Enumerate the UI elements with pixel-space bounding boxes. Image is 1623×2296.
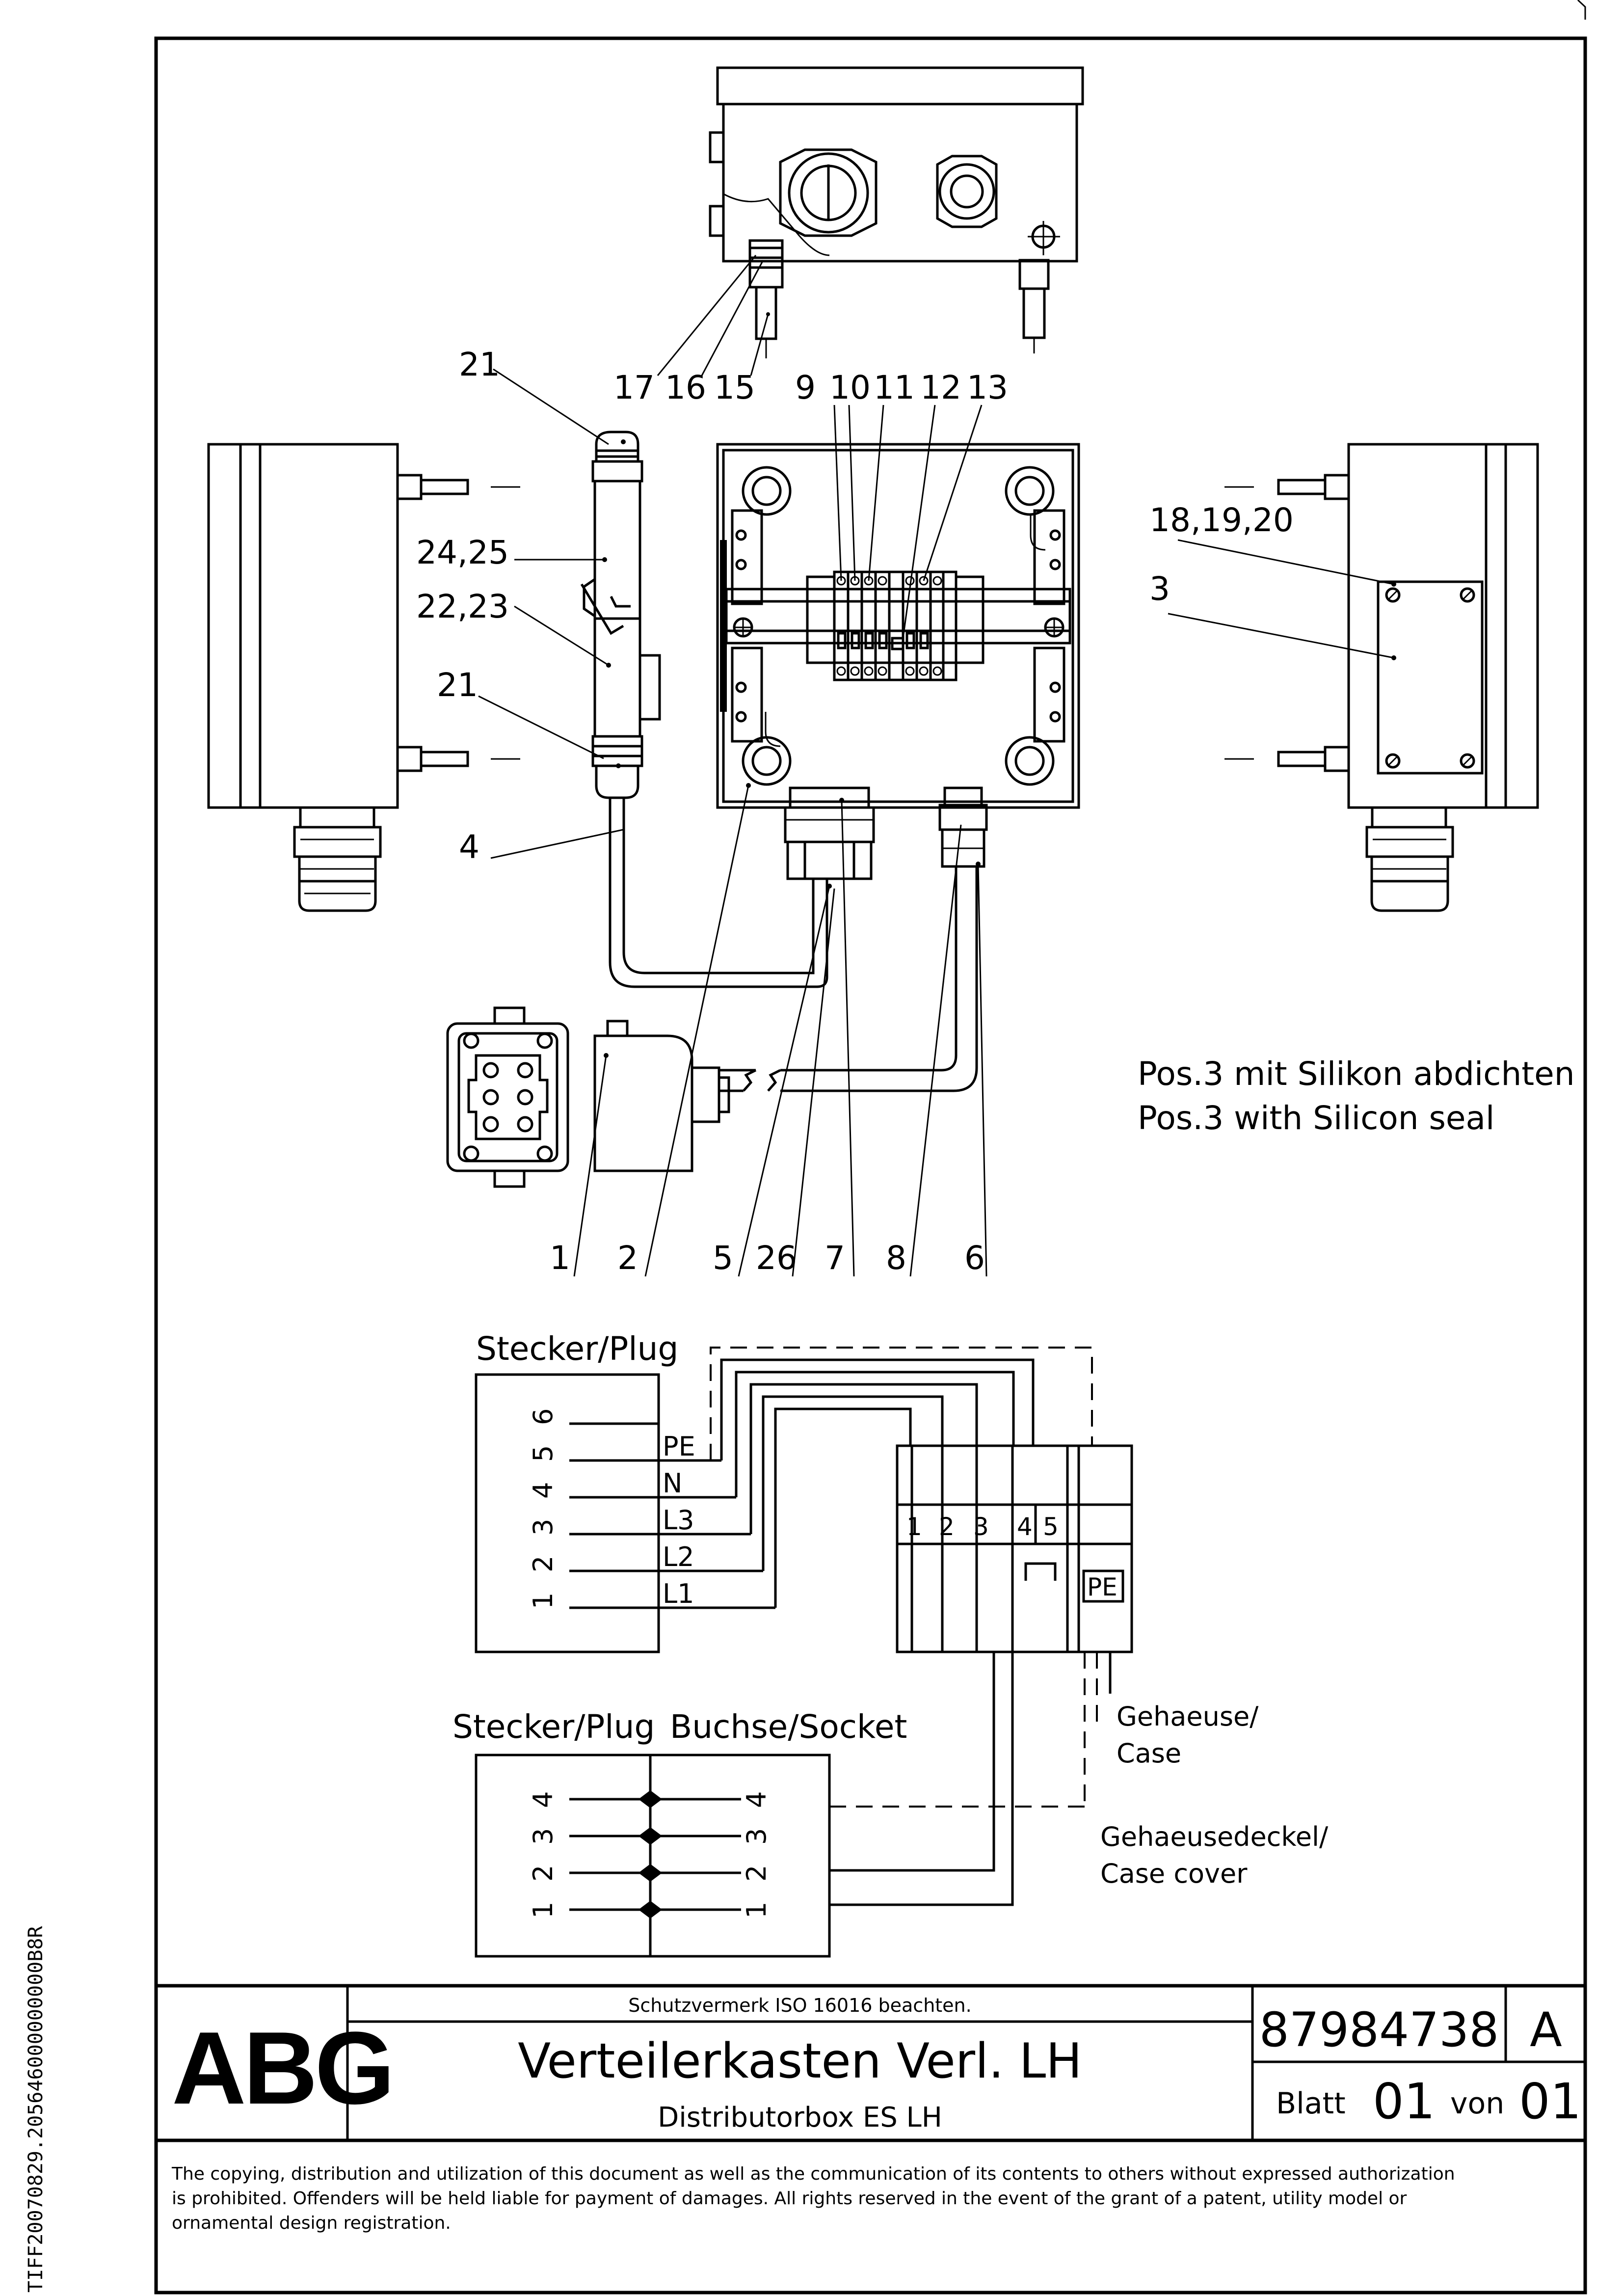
wire-n: N [663, 1468, 682, 1499]
wire-pe: PE [663, 1431, 695, 1462]
wire-l2: L2 [663, 1541, 694, 1572]
callout-15: 15 [714, 369, 755, 406]
copyright-line-1: The copying, distribution and utilizatio… [171, 2164, 1455, 2184]
callout-12: 12 [920, 369, 961, 406]
box-right-side-view [1224, 443, 1539, 912]
socket-pin-3: 3 [741, 1828, 772, 1845]
plug-assembly [446, 1006, 730, 1188]
callout-18-19-20: 18,19,20 [1149, 501, 1294, 539]
sheet-label: Blatt [1276, 2086, 1346, 2121]
box-top-view [709, 66, 1084, 358]
plug-title: Stecker/Plug [476, 1330, 678, 1368]
callout-5: 5 [713, 1239, 733, 1277]
plug2-pin-2: 2 [528, 1865, 559, 1882]
cable-coupler [580, 431, 828, 988]
copyright-line-3: ornamental design registration. [172, 2213, 451, 2233]
plug-pin-2: 2 [528, 1556, 559, 1572]
plug-pin-5: 5 [528, 1445, 559, 1462]
wire-l3: L3 [663, 1505, 694, 1536]
callout-4: 4 [459, 828, 479, 866]
box-left-side-view [207, 443, 520, 912]
callout-22-23: 22,23 [416, 588, 509, 625]
of-label: von [1450, 2086, 1504, 2121]
drawing-title-english: Distributorbox ES LH [658, 2102, 942, 2134]
callout-8: 8 [886, 1239, 906, 1277]
callout-7: 7 [825, 1239, 845, 1277]
plug2-pin-3: 3 [528, 1828, 559, 1845]
case-label-line1: Gehaeuse/ [1117, 1701, 1259, 1732]
terminal-4: 4 [1017, 1513, 1033, 1541]
callout-16: 16 [665, 369, 706, 406]
terminal-block-front [833, 570, 958, 681]
socket-pin-2: 2 [741, 1865, 772, 1882]
callout-9: 9 [795, 369, 816, 406]
callout-21-bottom: 21 [437, 666, 478, 704]
protection-note: Schutzvermerk ISO 16016 beachten. [628, 1995, 971, 2016]
callout-2: 2 [617, 1239, 638, 1277]
socket-title: Buchse/Socket [670, 1708, 907, 1746]
callout-11: 11 [874, 369, 915, 406]
callout-3: 3 [1149, 570, 1170, 608]
terminal-3: 3 [973, 1513, 989, 1541]
terminal-1: 1 [906, 1513, 922, 1541]
plug2-pin-1: 1 [528, 1902, 559, 1918]
plug2-pin-4: 4 [528, 1791, 559, 1808]
plug-pin-1: 1 [528, 1593, 559, 1609]
callout-6: 6 [964, 1239, 985, 1277]
callout-13: 13 [967, 369, 1008, 406]
plug-pin-3: 3 [528, 1519, 559, 1536]
drawing-frame [154, 36, 1587, 2295]
plug2-title: Stecker/Plug [452, 1708, 655, 1746]
socket-pin-1: 1 [741, 1902, 772, 1918]
case-label-line2: Case [1117, 1738, 1181, 1769]
title-block: ABG Schutzvermerk ISO 16016 beachten. Ve… [156, 1984, 1585, 2233]
sheet-number: 01 [1373, 2073, 1435, 2130]
note-german: Pos.3 mit Silikon abdichten [1138, 1055, 1575, 1093]
callout-26: 26 [756, 1239, 797, 1277]
sheet-total: 01 [1519, 2073, 1581, 2130]
copyright-line-2: is prohibited. Offenders will be held li… [172, 2188, 1407, 2209]
pe-terminal-label: PE [1087, 1573, 1117, 1601]
abg-logo: ABG [172, 2010, 392, 2126]
wire-l1: L1 [663, 1578, 694, 1609]
plug-pin-4: 4 [528, 1482, 559, 1499]
revision-letter: A [1530, 2002, 1562, 2057]
callout-24-25: 24,25 [416, 534, 509, 571]
pe-terminal-box [1082, 1569, 1124, 1603]
case-cover-label-line1: Gehaeusedeckel/ [1100, 1821, 1329, 1852]
box-front-view [716, 443, 1080, 1092]
case-cover-label-line2: Case cover [1100, 1858, 1248, 1889]
plug-pin-6: 6 [528, 1408, 559, 1425]
drawing-title-german: Verteilerkasten Verl. LH [518, 2033, 1082, 2089]
terminal-5: 5 [1043, 1513, 1059, 1541]
callout-17: 17 [613, 369, 655, 406]
wiring-schematic: Stecker/Plug 6 5 4 3 2 1 PE N L3 L2 L1 [452, 1330, 1329, 1958]
terminal-2: 2 [939, 1513, 955, 1541]
callout-10: 10 [829, 369, 871, 406]
note-english: Pos.3 with Silicon seal [1138, 1099, 1494, 1137]
drawing-number: 87984738 [1259, 2002, 1499, 2057]
callout-1: 1 [550, 1239, 570, 1277]
callout-21-top: 21 [459, 346, 500, 383]
socket-pin-4: 4 [741, 1791, 772, 1808]
